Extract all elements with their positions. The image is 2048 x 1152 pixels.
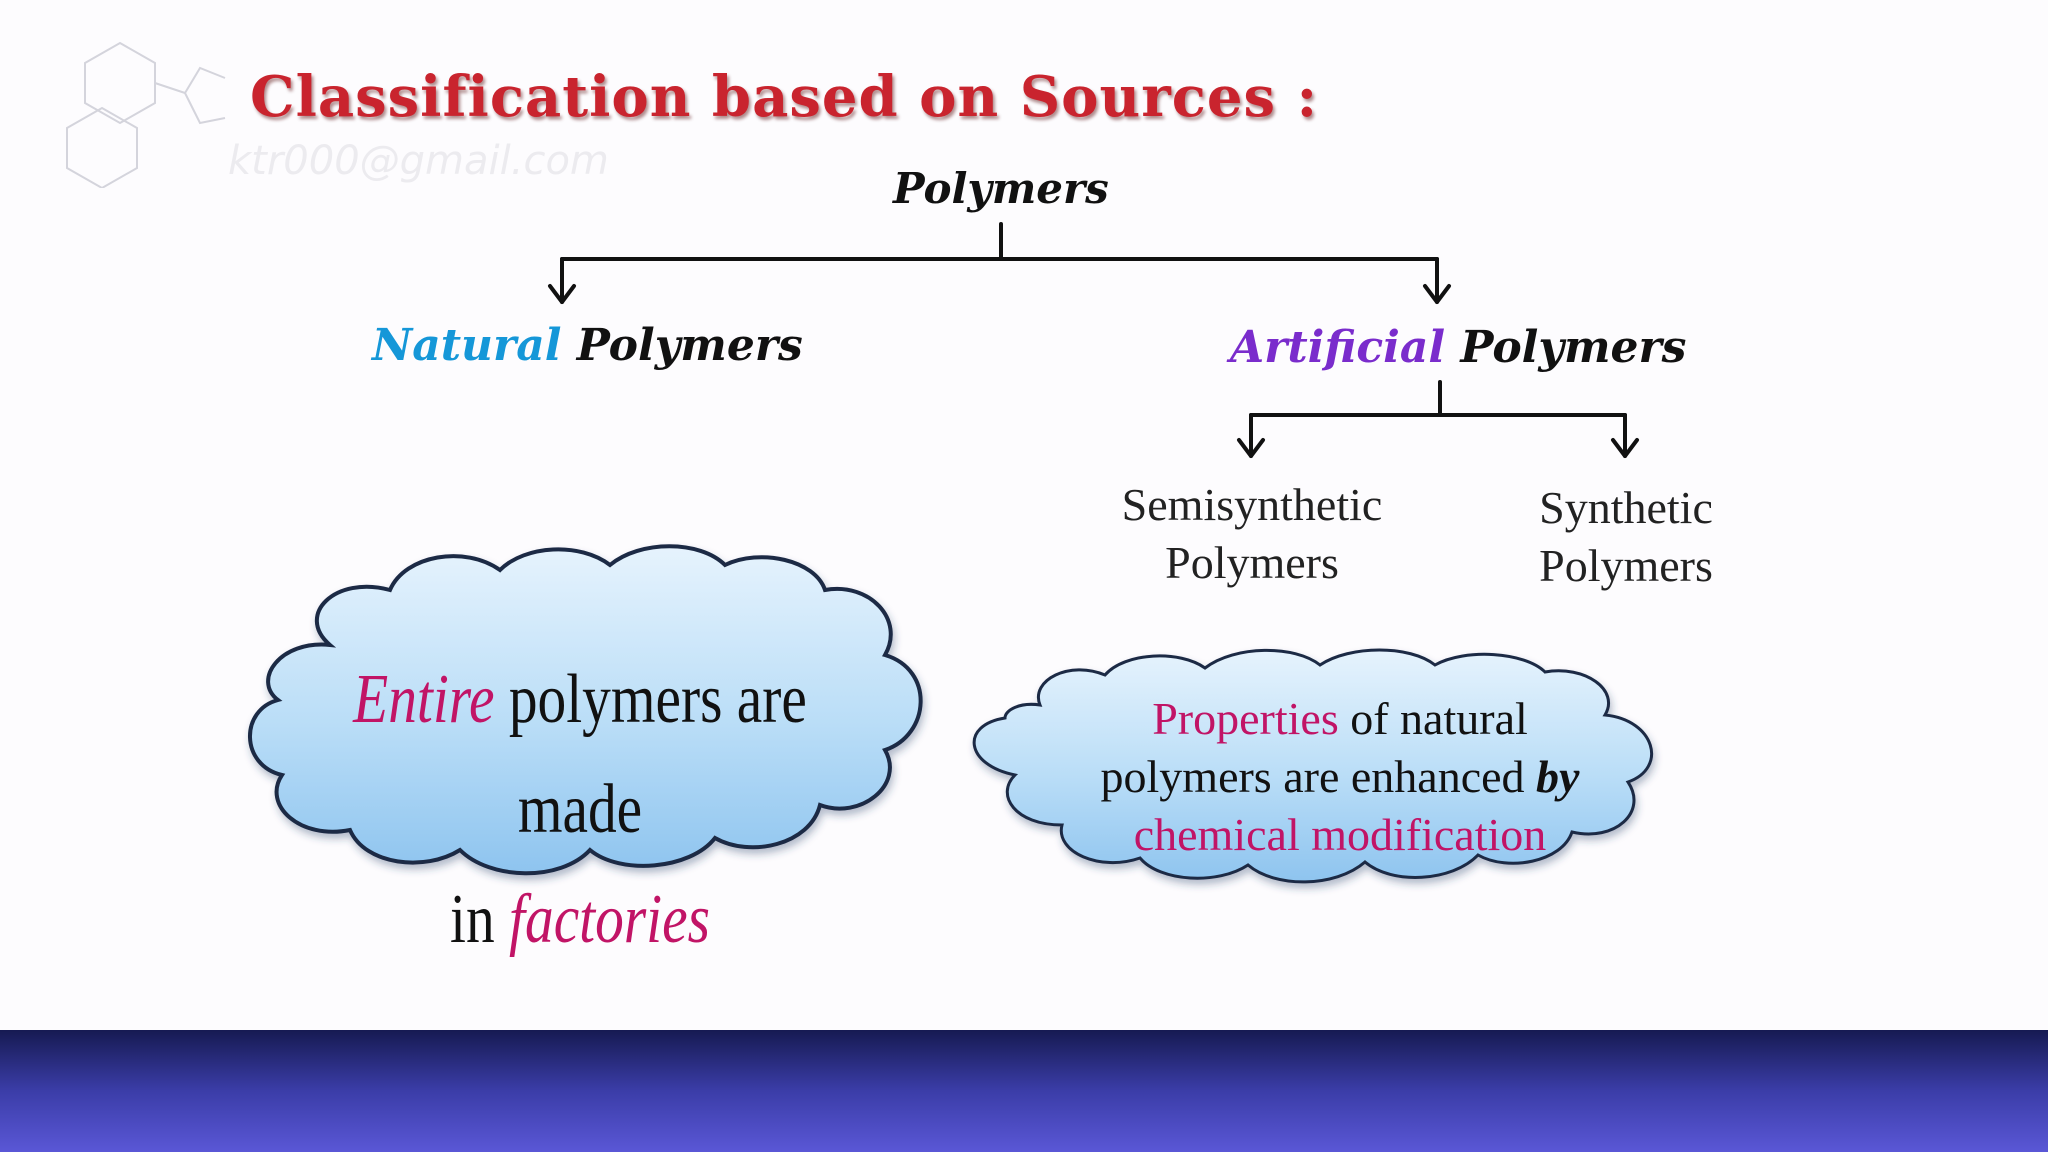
cloud-right-accent1: Properties bbox=[1152, 693, 1339, 744]
node-natural-polymers: Natural Polymers bbox=[372, 320, 803, 371]
cloud-left-accent1: Entire bbox=[353, 661, 495, 738]
down-arrow-icon bbox=[548, 284, 576, 304]
down-arrow-icon bbox=[1423, 284, 1451, 304]
cloud-left-line2: in factories bbox=[350, 865, 809, 975]
slide: Classification based on Sources : ktr000… bbox=[66, 41, 1816, 975]
footer-band bbox=[0, 1030, 2048, 1152]
artificial-connector bbox=[1237, 380, 1639, 458]
artificial-accent: Artificial bbox=[1230, 322, 1446, 373]
cloud-left-text: Entire polymers are made in factories bbox=[350, 645, 809, 975]
cloud-left-text2: in bbox=[450, 881, 510, 958]
cloud-right-line3: chemical modification bbox=[1133, 809, 1547, 860]
hexagon-molecule-icon bbox=[66, 41, 226, 188]
node-synthetic-polymers: Synthetic Polymers bbox=[1436, 479, 1816, 595]
down-arrow-icon bbox=[1237, 438, 1265, 458]
cloud-left-line1: Entire polymers are made bbox=[350, 645, 809, 865]
natural-accent: Natural bbox=[372, 320, 562, 371]
node-artificial-polymers: Artificial Polymers bbox=[1230, 322, 1686, 373]
cloud-right-line1: Properties of natural bbox=[1030, 690, 1650, 748]
cloud-right-emph: by bbox=[1536, 751, 1580, 802]
watermark-email: ktr000@gmail.com bbox=[228, 138, 609, 184]
node-semisynthetic-polymers: Semisynthetic Polymers bbox=[1062, 476, 1442, 592]
cloud-right-shape bbox=[972, 648, 1654, 884]
cloud-left-shape bbox=[248, 544, 923, 876]
synthetic-line1: Synthetic bbox=[1539, 482, 1713, 533]
semisynthetic-line2: Polymers bbox=[1165, 537, 1339, 588]
slide-title: Classification based on Sources : bbox=[250, 64, 1319, 130]
cloud-left-accent2: factories bbox=[509, 881, 710, 958]
tree-connectors bbox=[248, 222, 1654, 884]
cloud-right-text: Properties of natural polymers are enhan… bbox=[1030, 690, 1650, 864]
root-connector bbox=[548, 222, 1451, 304]
cloud-right-line2: polymers are enhanced by bbox=[1030, 748, 1650, 806]
synthetic-line2: Polymers bbox=[1539, 540, 1713, 591]
semisynthetic-line1: Semisynthetic bbox=[1121, 479, 1383, 530]
down-arrow-icon bbox=[1611, 438, 1639, 458]
cloud-right-text1: of natural bbox=[1338, 693, 1528, 744]
natural-rest: Polymers bbox=[561, 320, 803, 371]
artificial-rest: Polymers bbox=[1445, 322, 1687, 373]
cloud-left-text1: polymers are made bbox=[494, 661, 807, 848]
cloud-right-text2: polymers are enhanced bbox=[1100, 751, 1537, 802]
root-node-polymers: Polymers bbox=[893, 164, 1109, 213]
